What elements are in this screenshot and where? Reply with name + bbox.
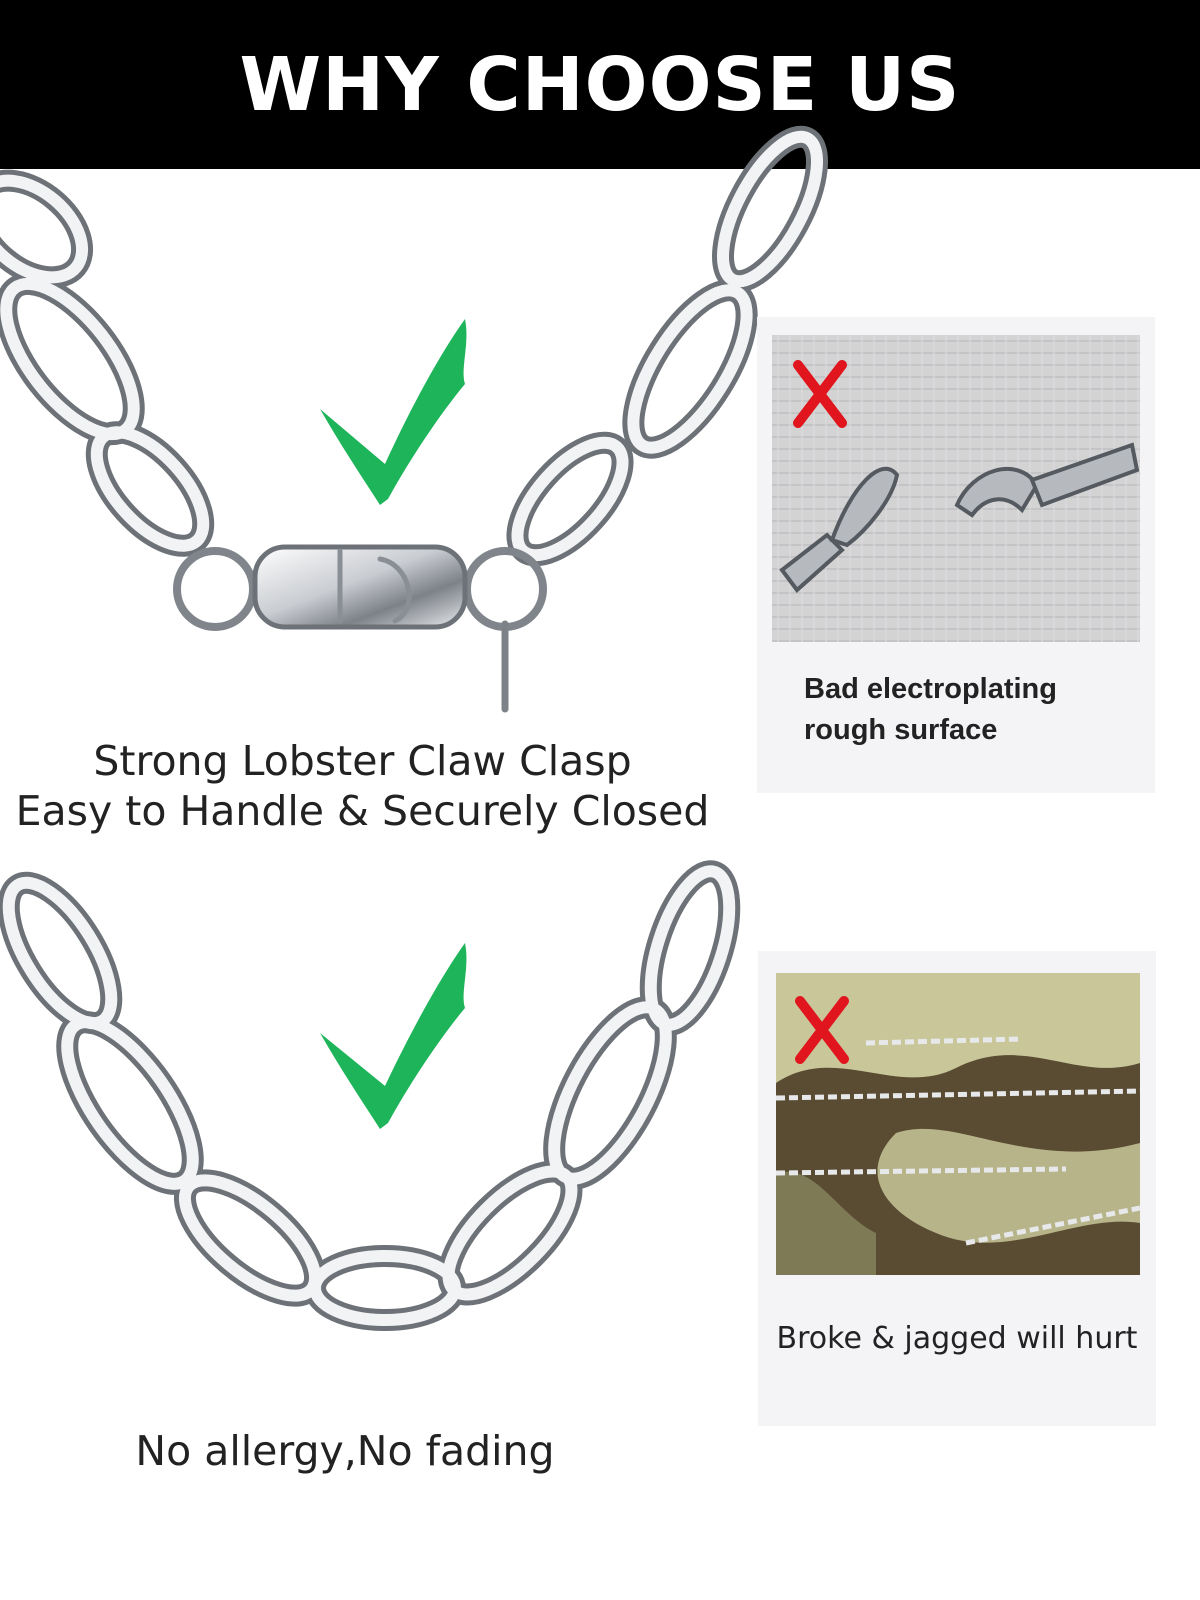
broken-chain-panel: Broke & jagged will hurt: [758, 951, 1156, 1426]
cross-mark-icon: [795, 996, 849, 1064]
broken-chain-photo: [776, 973, 1140, 1275]
bad-text-line-1: Bad electroplating: [804, 673, 1057, 705]
bad-clasp-photo: [772, 335, 1140, 642]
cross-mark-icon: [793, 360, 847, 428]
clasp-caption: Strong Lobster Claw Clasp Easy to Handle…: [0, 736, 725, 836]
broken-chain-text: Broke & jagged will hurt: [776, 1321, 1138, 1356]
caption-line-2: Easy to Handle & Securely Closed: [15, 787, 710, 835]
bad-text-line-2: rough surface: [804, 714, 998, 746]
chain-links-illustration: [0, 860, 741, 1331]
check-mark-icon: [320, 943, 467, 1129]
bad-electroplating-text: Bad electroplating rough surface: [804, 669, 1144, 751]
chain-clasp-illustration: [0, 125, 828, 713]
page-title: WHY CHOOSE US: [239, 41, 961, 128]
header-banner: WHY CHOOSE US: [0, 0, 1200, 169]
allergy-caption: No allergy,No fading: [135, 1427, 555, 1475]
caption-line-1: Strong Lobster Claw Clasp: [93, 737, 632, 785]
check-mark-icon: [320, 319, 467, 505]
bad-electroplating-panel: Bad electroplating rough surface: [757, 317, 1155, 793]
